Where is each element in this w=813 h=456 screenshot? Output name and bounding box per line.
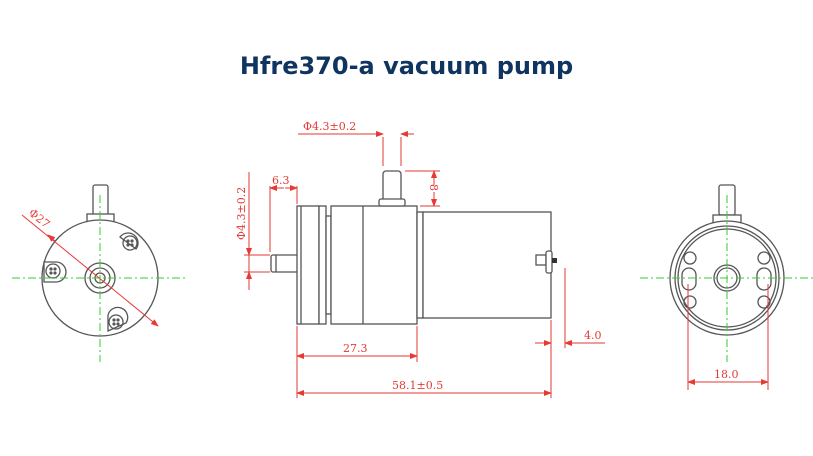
side-view: Φ4.3±0.2 8 6.3 Φ4.3±0.2 27.3 58.1±0.5 (235, 120, 605, 398)
left-end-view: Φ27 (12, 184, 185, 362)
left-shaft-length-label: 6.3 (272, 174, 290, 187)
page-title: Hfre370-a vacuum pump (239, 52, 574, 80)
left-shaft-diameter-label: Φ4.3±0.2 (235, 187, 248, 240)
screw-icon (43, 261, 67, 283)
diameter-label: Φ27 (26, 206, 52, 231)
screw-icon (119, 232, 139, 251)
top-shaft-diameter-label: Φ4.3±0.2 (303, 120, 356, 133)
overall-length-label: 58.1±0.5 (392, 379, 443, 392)
terminal-spacing-label: 18.0 (714, 368, 739, 381)
top-shaft-height-label: 8 (427, 184, 440, 191)
pump-body-length-label: 27.3 (343, 342, 368, 355)
screw-icon (107, 306, 129, 333)
terminal-offset-label: 4.0 (584, 329, 602, 342)
right-end-view: 18.0 (640, 184, 813, 390)
